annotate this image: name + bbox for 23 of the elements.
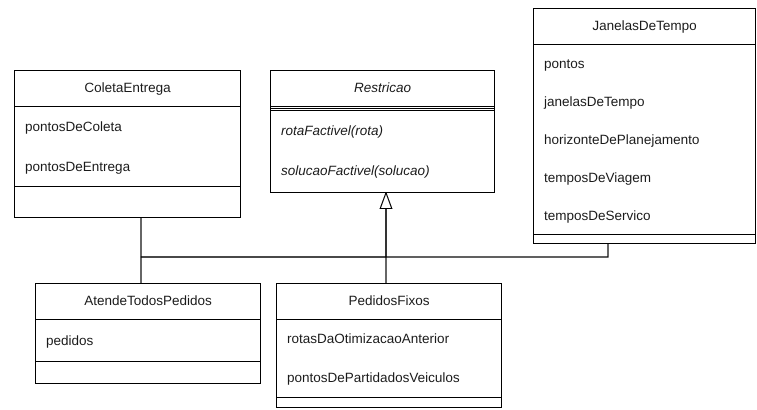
- class-box: [14, 70, 241, 218]
- attribute-text: pontos: [544, 54, 585, 73]
- class-name: AtendeTodosPedidos: [84, 292, 212, 310]
- attribute-text: horizonteDePlanejamento: [544, 130, 700, 149]
- class-box: [35, 283, 261, 384]
- attribute-text: temposDeServico: [544, 206, 651, 225]
- generalization-arrow: [380, 192, 392, 283]
- class-box: [276, 283, 502, 408]
- class-box: [270, 70, 495, 193]
- attribute-text: pedidos: [46, 332, 94, 350]
- class-name: PedidosFixos: [348, 292, 430, 310]
- attribute-text: temposDeViagem: [544, 168, 652, 187]
- class-name: JanelasDeTempo: [592, 17, 697, 36]
- attribute-text: pontosDePartidadosVeiculos: [287, 369, 460, 388]
- attribute-text: janelasDeTempo: [544, 92, 645, 111]
- method-text: solucaoFactivel(solucao): [281, 162, 430, 180]
- attribute-text: pontosDeEntrega: [25, 158, 130, 176]
- attribute-text: rotasDaOtimizacaoAnterior: [287, 330, 450, 348]
- class-box: [533, 8, 756, 244]
- method-text: rotaFactivel(rota): [281, 122, 384, 140]
- class-name: Restricao: [354, 79, 412, 98]
- attribute-text: pontosDeColeta: [25, 118, 122, 136]
- class-name: ColetaEntrega: [84, 79, 171, 98]
